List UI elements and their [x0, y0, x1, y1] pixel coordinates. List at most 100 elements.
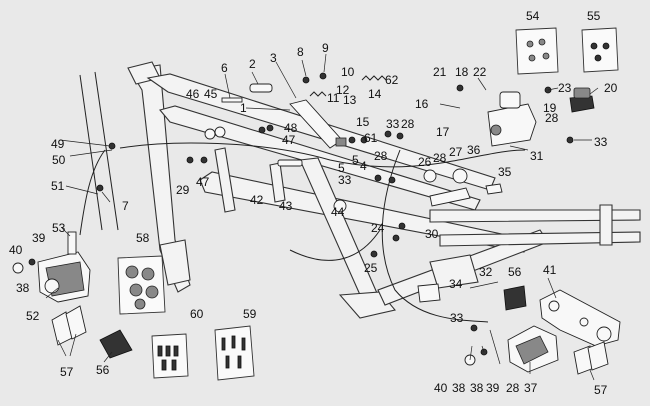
label-47-b: 47 — [282, 133, 296, 147]
caliper-bracket — [539, 289, 621, 347]
label-28-c: 28 — [433, 151, 447, 165]
return-spring — [309, 75, 387, 97]
label-36: 36 — [467, 143, 481, 157]
label-50: 50 — [52, 153, 66, 167]
label-39: 39 — [32, 231, 46, 245]
label-28-b: 28 — [374, 149, 388, 163]
label-40-b: 40 — [434, 381, 448, 395]
label-31: 31 — [530, 149, 544, 163]
label-8: 8 — [297, 45, 304, 59]
label-12: 12 — [336, 83, 350, 97]
label-21: 21 — [433, 65, 447, 79]
label-49: 49 — [51, 137, 65, 151]
label-22: 22 — [473, 65, 487, 79]
hardware-bag-58 — [117, 255, 166, 315]
label-38-b: 38 — [452, 381, 466, 395]
label-48: 48 — [284, 121, 298, 135]
label-61: 61 — [364, 131, 378, 145]
hardware-bag-59 — [214, 325, 255, 381]
brake-hoses — [79, 142, 526, 323]
rear-brake-pads — [573, 341, 609, 375]
label-43: 43 — [279, 199, 293, 213]
rear-brake-caliper — [507, 325, 559, 373]
label-57-b: 57 — [594, 383, 608, 397]
label-13: 13 — [343, 93, 357, 107]
label-20: 20 — [604, 81, 618, 95]
hardware-bag-54 — [515, 27, 559, 75]
hardware-bag-60 — [151, 333, 189, 379]
label-27: 27 — [449, 145, 463, 159]
label-28: 28 — [401, 117, 415, 131]
label-33-b: 33 — [338, 173, 352, 187]
label-11: 11 — [327, 91, 340, 105]
label-19: 19 — [543, 101, 557, 115]
label-39-b: 39 — [486, 381, 500, 395]
label-6: 6 — [221, 61, 228, 75]
label-26: 26 — [418, 155, 432, 169]
label-17: 17 — [436, 125, 450, 139]
label-56-b: 56 — [96, 363, 110, 377]
label-3: 3 — [270, 51, 277, 65]
label-16: 16 — [415, 97, 429, 111]
label-14: 14 — [368, 87, 382, 101]
label-5: 5 — [338, 161, 345, 175]
label-40: 40 — [9, 243, 23, 257]
label-54: 54 — [526, 9, 540, 23]
label-34: 34 — [449, 277, 463, 291]
label-33: 33 — [386, 117, 400, 131]
label-51: 51 — [51, 179, 65, 193]
label-38-c: 38 — [470, 381, 484, 395]
label-57: 57 — [60, 365, 74, 379]
label-33-c: 33 — [594, 135, 608, 149]
label-18: 18 — [455, 65, 469, 79]
label-62: 62 — [385, 73, 399, 87]
label-7: 7 — [122, 199, 129, 213]
label-44: 44 — [331, 205, 345, 219]
label-45: 45 — [204, 87, 218, 101]
label-56: 56 — [508, 265, 522, 279]
label-28-e: 28 — [506, 381, 520, 395]
label-2: 2 — [249, 57, 256, 71]
label-55: 55 — [587, 9, 601, 23]
front-brake-caliper — [37, 231, 91, 303]
label-42: 42 — [250, 193, 264, 207]
pad-shim-left — [99, 329, 133, 359]
linkage-rods — [277, 159, 503, 303]
label-53: 53 — [52, 221, 66, 235]
label-10: 10 — [341, 65, 355, 79]
label-35: 35 — [498, 165, 512, 179]
label-4: 4 — [360, 159, 367, 173]
label-23: 23 — [558, 81, 572, 95]
brake-pads-left — [51, 305, 87, 346]
label-52: 52 — [26, 309, 40, 323]
label-24: 24 — [371, 221, 385, 235]
label-60: 60 — [190, 307, 204, 321]
rear-master-cylinder — [487, 91, 537, 147]
label-46: 46 — [186, 87, 200, 101]
label-59: 59 — [243, 307, 257, 321]
label-1: 1 — [240, 101, 247, 115]
reservoir-cap — [569, 87, 595, 113]
hardware-bag-55 — [581, 27, 619, 73]
label-37: 37 — [524, 381, 538, 395]
leader-lines — [45, 53, 599, 381]
label-41: 41 — [543, 263, 557, 277]
label-9: 9 — [322, 41, 329, 55]
label-38: 38 — [16, 281, 30, 295]
label-29: 29 — [176, 183, 190, 197]
label-58: 58 — [136, 231, 150, 245]
label-33-d: 33 — [450, 311, 464, 325]
brake-pedal-lever — [221, 83, 347, 149]
part-labels: 1 2 3 4 5 6 7 8 9 10 11 12 13 14 15 16 1… — [9, 9, 618, 397]
label-25: 25 — [364, 261, 378, 275]
label-30: 30 — [425, 227, 439, 241]
label-5-b: 5 — [352, 153, 359, 167]
fasteners — [12, 72, 574, 366]
label-28-d: 28 — [545, 111, 559, 125]
label-47: 47 — [196, 175, 210, 189]
label-15: 15 — [356, 115, 370, 129]
rear-pad-shim — [503, 285, 527, 311]
label-32: 32 — [479, 265, 493, 279]
